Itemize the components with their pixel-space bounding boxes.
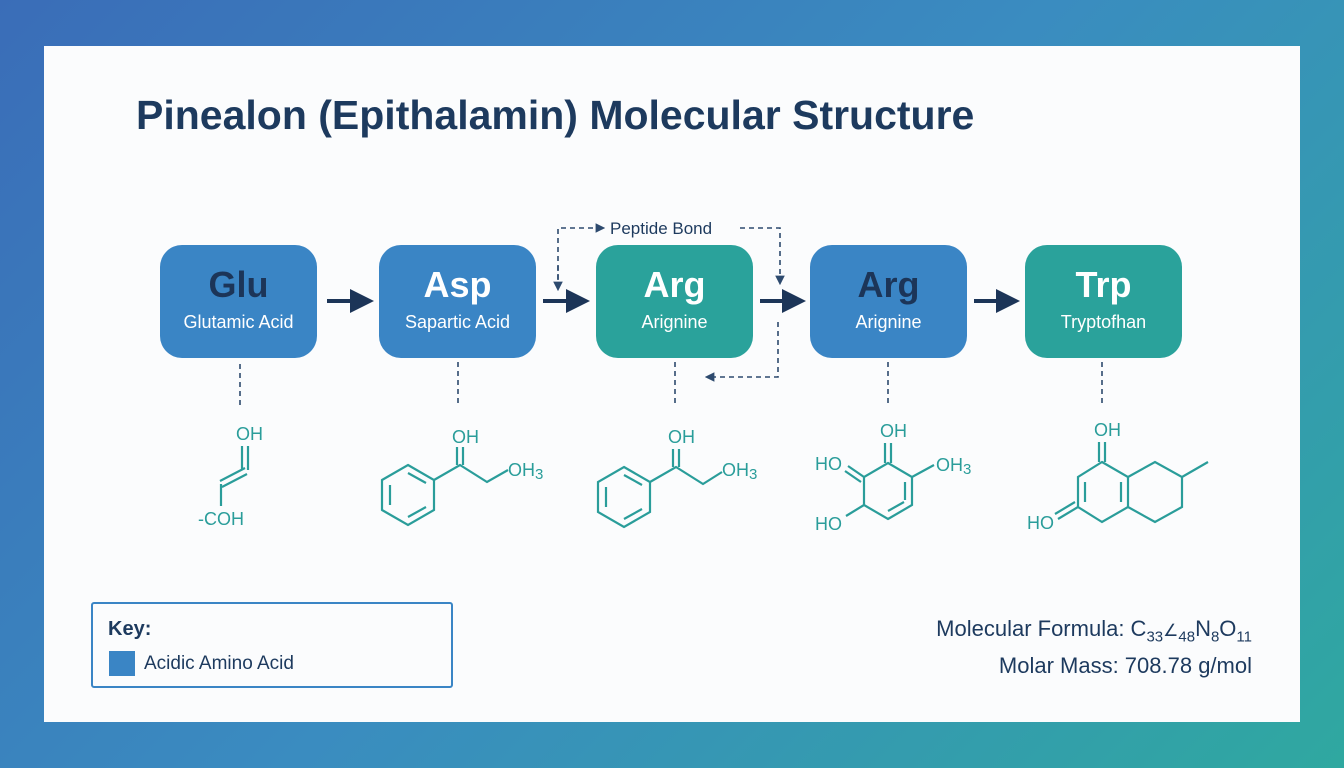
structure-arg-1: OH OH3	[596, 427, 757, 529]
atom-label: OH	[452, 427, 479, 447]
formula-part: O	[1219, 616, 1237, 641]
atom-label: HO	[815, 454, 842, 474]
atom-label: OH	[668, 427, 695, 447]
structure-trp: OH HO	[1027, 420, 1209, 533]
peptide-bond-label: Peptide Bond	[610, 219, 713, 238]
atom-label: OH	[936, 455, 963, 475]
formula-part: 48	[1178, 628, 1196, 646]
formula-part: ∠	[1163, 621, 1179, 640]
residue-name: Glutamic Acid	[183, 312, 294, 332]
residue-name: Sapartic Acid	[404, 312, 511, 332]
residue-abbr: Arg	[643, 264, 706, 305]
residue-name: Arignine	[641, 312, 708, 332]
svg-text:OH3: OH3	[508, 460, 543, 483]
residue-box-trp: Trp Tryptofhan	[1025, 245, 1182, 358]
residue-name: Arignine	[855, 312, 922, 332]
page-title: Pinealon (Epithalamin) Molecular Structu…	[136, 92, 975, 138]
peptide-bond-indicator	[553, 223, 785, 382]
residue-box-arg-2: Arg Arignine	[810, 245, 967, 358]
formula-label: Molecular Formula:	[936, 616, 1131, 641]
residue-name: Tryptofhan	[1060, 312, 1147, 332]
atom-label: -COH	[198, 509, 244, 529]
formula-part: 11	[1236, 628, 1252, 646]
formula-part: 8	[1210, 628, 1220, 646]
svg-text:OH3: OH3	[722, 460, 757, 483]
legend-title: Key:	[108, 618, 152, 640]
residue-box-asp: Asp Sapartic Acid	[379, 245, 536, 358]
atom-label: OH	[1094, 420, 1121, 440]
residue-box-glu: Glu Glutamic Acid	[160, 245, 317, 358]
atom-subscript: 3	[963, 461, 971, 478]
formula-part: C	[1130, 616, 1147, 641]
molar-mass: Molar Mass: 708.78 g/mol	[998, 653, 1252, 678]
molecular-formula: Molecular Formula: C33∠48N8O11	[936, 616, 1252, 645]
residue-abbr: Trp	[1075, 264, 1132, 305]
legend-label: Acidic Amino Acid	[144, 653, 294, 674]
legend-key: Key: Acidic Amino Acid	[91, 602, 453, 688]
legend-swatch	[109, 651, 135, 676]
residue-abbr: Arg	[857, 264, 920, 305]
residue-abbr: Asp	[423, 264, 492, 305]
structure-glu: OH -COH	[198, 424, 263, 529]
structure-arg-2: OH HO OH3 HO	[815, 421, 971, 534]
atom-label: OH	[880, 421, 907, 441]
residue-abbr: Glu	[208, 264, 269, 305]
atom-label: HO	[1027, 513, 1054, 533]
atom-label: OH	[722, 460, 749, 480]
formula-part: 33	[1146, 628, 1164, 646]
atom-subscript: 3	[535, 466, 543, 483]
connector-lines	[239, 362, 1103, 408]
atom-label: HO	[815, 514, 842, 534]
formula-part: N	[1195, 616, 1211, 641]
atom-subscript: 3	[749, 466, 757, 483]
atom-label: OH	[236, 424, 263, 444]
structure-asp: OH OH3	[380, 427, 543, 527]
residue-box-arg-1: Arg Arignine	[596, 245, 753, 358]
atom-label: OH	[508, 460, 535, 480]
svg-text:OH3: OH3	[936, 455, 971, 478]
